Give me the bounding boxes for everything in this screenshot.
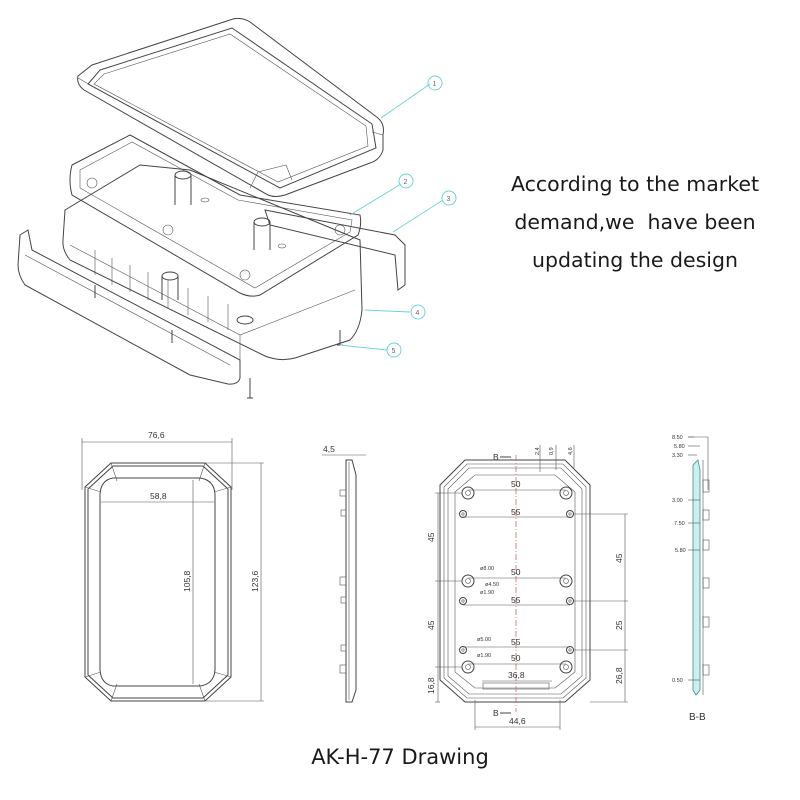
- svg-text:45: 45: [426, 532, 436, 542]
- section-mark-bottom: B: [493, 708, 499, 718]
- tagline-line-1: According to the market: [510, 172, 760, 196]
- section-view: 8.50 5.80 3.30 3.00 7.50 5.80 0.50 B-B: [672, 435, 710, 723]
- svg-text:5.80: 5.80: [675, 548, 686, 554]
- svg-text:3: 3: [447, 196, 451, 203]
- exploded-view: 1 2 3 4 5: [17, 17, 457, 399]
- callout-1: 1: [380, 75, 443, 119]
- svg-text:50: 50: [511, 479, 521, 489]
- side-rail-part: [264, 209, 406, 291]
- svg-text:ø1.90: ø1.90: [480, 590, 494, 596]
- svg-text:45: 45: [426, 620, 436, 630]
- svg-text:0.50: 0.50: [672, 678, 683, 684]
- svg-text:4: 4: [416, 310, 420, 317]
- svg-text:25: 25: [614, 620, 624, 630]
- drawing-caption: AK-H-77 Drawing: [311, 745, 489, 769]
- svg-text:45: 45: [614, 553, 624, 563]
- svg-text:8.50: 8.50: [672, 435, 683, 441]
- svg-text:1: 1: [433, 81, 437, 88]
- side-view: 4,5: [322, 444, 366, 703]
- svg-text:4,6: 4,6: [568, 447, 574, 455]
- callout-5: 5: [339, 342, 402, 358]
- svg-text:5.80: 5.80: [674, 444, 685, 450]
- svg-text:26,8: 26,8: [614, 667, 624, 684]
- tagline-line-3: updating the design: [531, 248, 738, 272]
- svg-text:50: 50: [511, 567, 521, 577]
- svg-text:55: 55: [511, 595, 521, 605]
- section-mark-top: B: [493, 452, 499, 462]
- svg-text:2: 2: [404, 179, 408, 186]
- svg-text:5: 5: [392, 348, 396, 355]
- svg-text:7.50: 7.50: [674, 521, 685, 527]
- front-rail-part: [17, 229, 241, 385]
- svg-text:44,6: 44,6: [509, 716, 526, 726]
- section-label: B-B: [689, 712, 706, 723]
- base-view: B B 2,4 0,9 4,6 50 55 50 55 55 5: [426, 445, 628, 730]
- top-view: 76,6 58,8 105,8 123,6: [81, 430, 264, 702]
- dim-outer-height: 123,6: [250, 570, 260, 592]
- svg-text:55: 55: [511, 507, 521, 517]
- svg-text:ø4.50: ø4.50: [485, 582, 499, 588]
- svg-text:2,4: 2,4: [535, 447, 541, 455]
- dim-thickness: 4,5: [323, 444, 335, 454]
- svg-text:16,8: 16,8: [426, 677, 436, 694]
- dim-inner-height: 105,8: [182, 570, 192, 592]
- tagline-line-2: demand,we have been: [514, 210, 756, 234]
- svg-text:36,8: 36,8: [508, 670, 525, 680]
- top-frame-part: [77, 17, 384, 197]
- dim-inner-width: 58,8: [150, 491, 167, 501]
- svg-text:0,9: 0,9: [549, 447, 555, 455]
- gasket-part: [69, 134, 362, 297]
- tagline: According to the market demand,we have b…: [490, 165, 780, 279]
- svg-text:ø8.00: ø8.00: [480, 566, 494, 572]
- svg-text:ø1.90: ø1.90: [477, 653, 491, 659]
- dim-outer-width: 76,6: [148, 430, 165, 440]
- svg-text:55: 55: [511, 637, 521, 647]
- svg-text:50: 50: [511, 653, 521, 663]
- callout-2: 2: [349, 173, 414, 216]
- callout-4: 4: [364, 304, 426, 320]
- callout-3: 3: [392, 190, 457, 233]
- base-box-part: [62, 164, 363, 361]
- svg-text:3.00: 3.00: [672, 498, 683, 504]
- svg-text:ø5.00: ø5.00: [477, 637, 491, 643]
- screws: [94, 285, 343, 399]
- svg-text:3.30: 3.30: [672, 453, 683, 459]
